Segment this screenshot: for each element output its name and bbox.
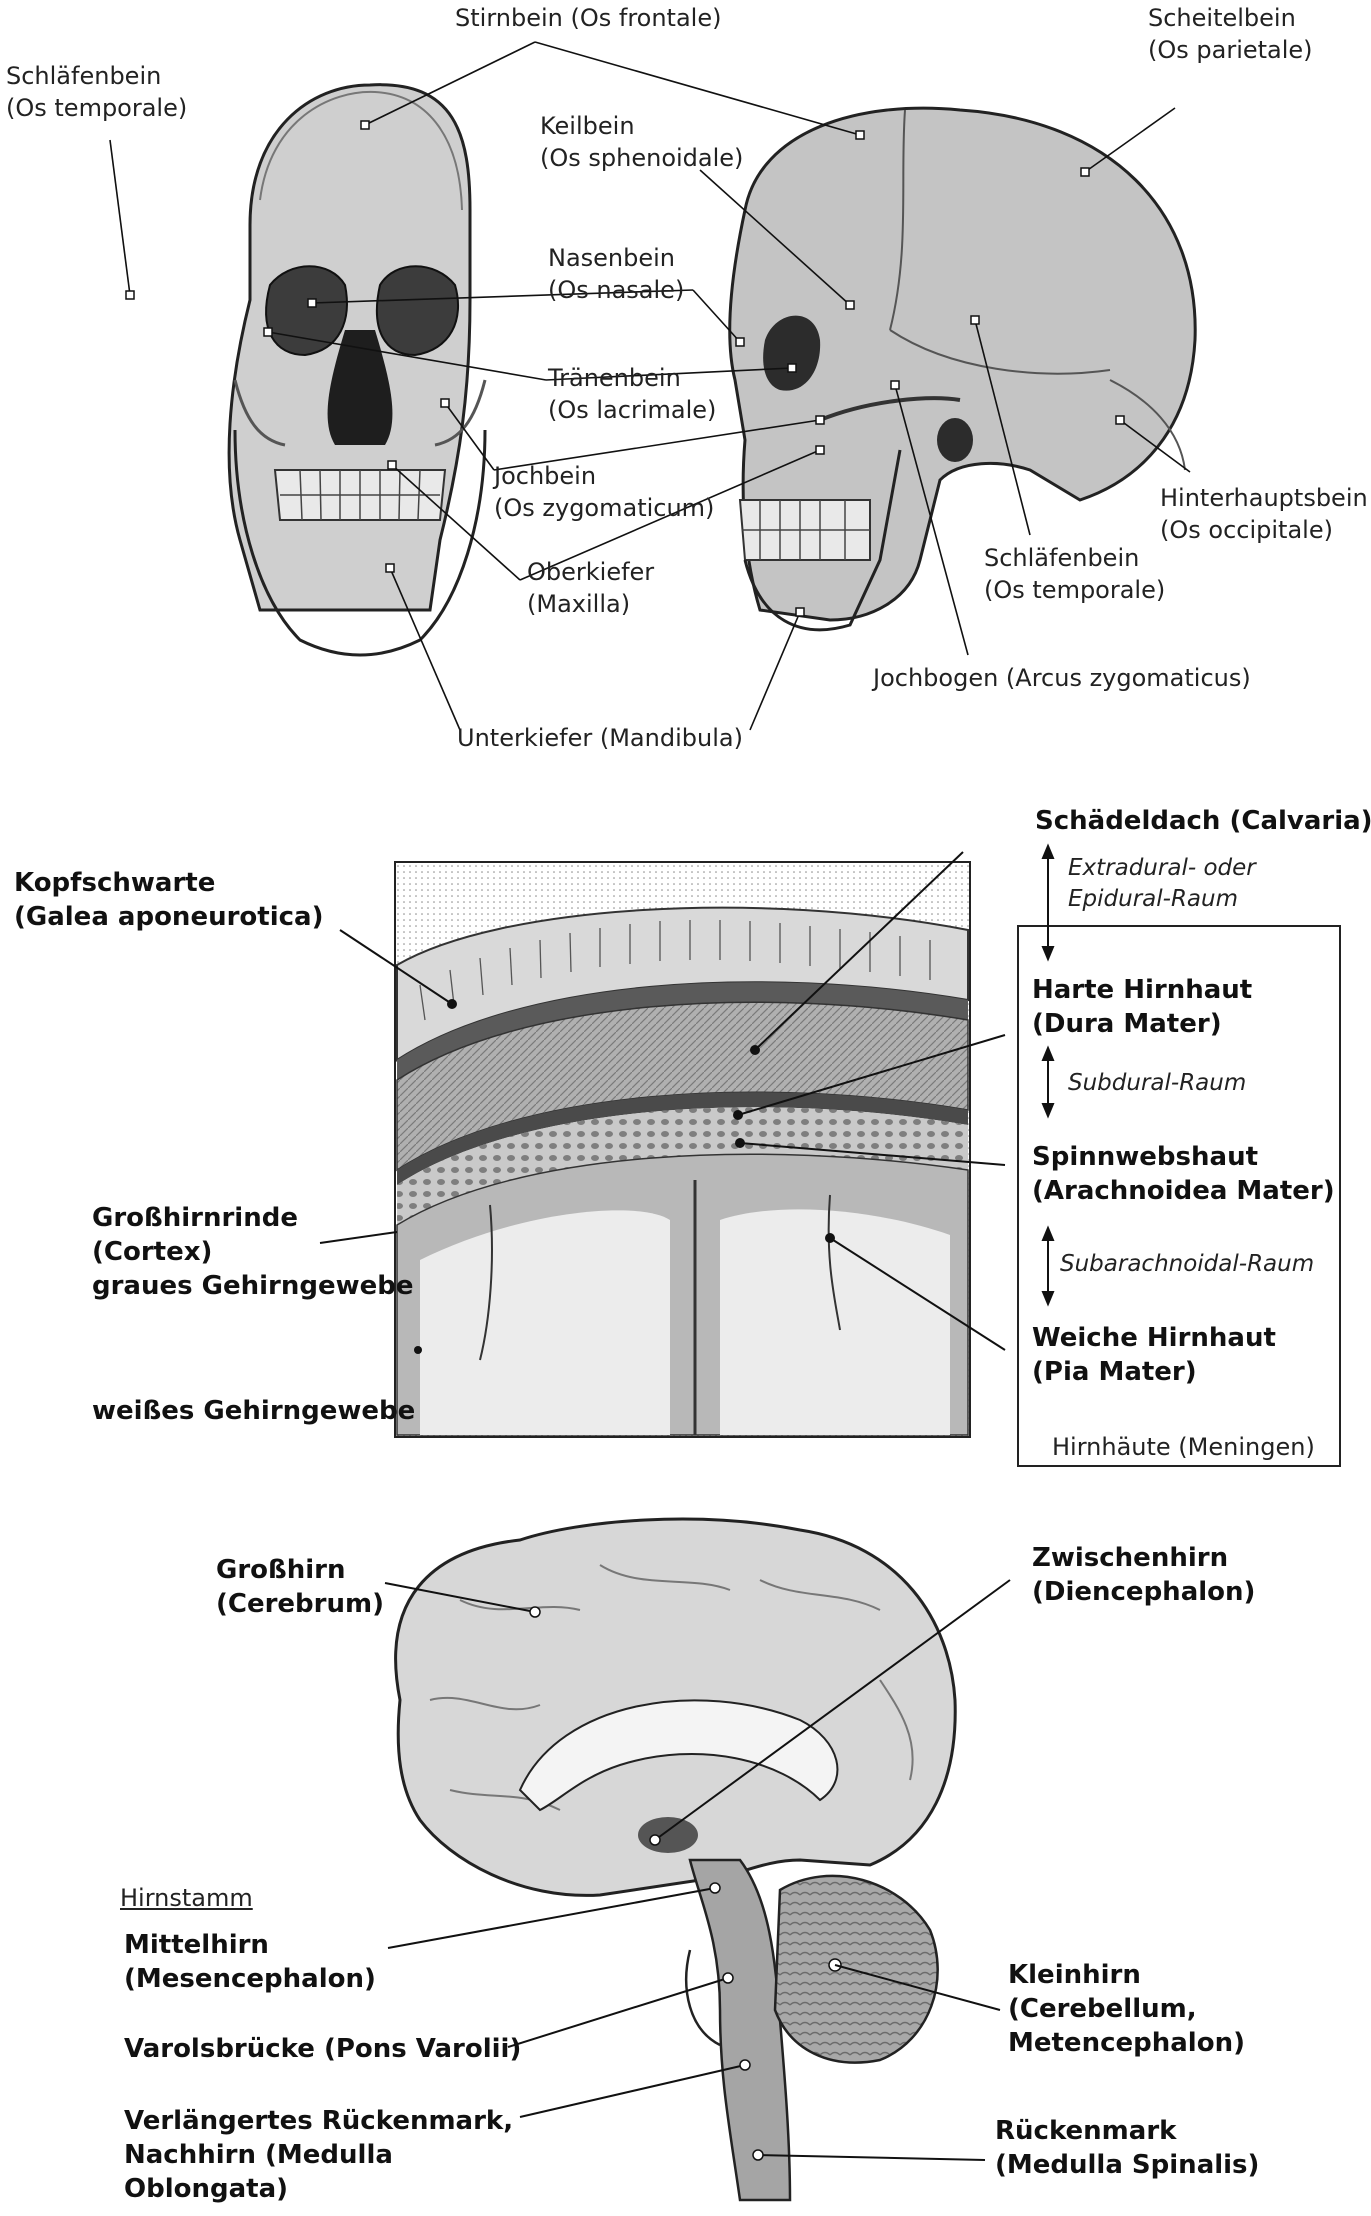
label-dura: Harte Hirnhaut (Dura Mater) <box>1032 975 1253 1039</box>
label-weisses-gewebe: weißes Gehirngewebe <box>92 1396 416 1426</box>
label-oberkiefer: Oberkiefer (Maxilla) <box>527 558 655 618</box>
label-unterkiefer: Unterkiefer (Mandibula) <box>457 724 743 752</box>
label-stirnbein: Stirnbein (Os frontale) <box>455 4 722 32</box>
label-kopfschwarte: Kopfschwarte (Galea aponeurotica) <box>14 868 324 932</box>
label-hinterhauptsbein: Hinterhauptsbein (Os occipitale) <box>1160 484 1368 544</box>
label-keilbein: Keilbein (Os sphenoidale) <box>540 112 744 172</box>
label-grosshirn: Großhirn (Cerebrum) <box>216 1555 384 1619</box>
label-traenenbein: Tränenbein (Os lacrimale) <box>548 364 717 424</box>
label-pons: Varolsbrücke (Pons Varolii) <box>124 2034 522 2064</box>
label-calvaria: Schädeldach (Calvaria) <box>1035 806 1371 836</box>
label-hirnstamm: Hirnstamm <box>120 1884 253 1912</box>
label-arachnoidea: Spinnwebshaut (Arachnoidea Mater) <box>1032 1142 1335 1206</box>
label-mittelhirn: Mittelhirn (Mesencephalon) <box>124 1930 376 1994</box>
label-epidural: Extradural- oder Epidural-Raum <box>1068 855 1256 912</box>
skull-leader-lines <box>109 41 1191 731</box>
skull-side <box>728 106 1197 632</box>
meninges-space-arrows <box>1041 843 1055 1307</box>
label-meningen: Hirnhäute (Meningen) <box>1052 1433 1315 1461</box>
brain-sagittal <box>394 1517 957 2202</box>
meningen-box <box>1017 925 1341 1467</box>
label-schlaefenbein-side: Schläfenbein (Os temporale) <box>984 544 1166 604</box>
label-subdural: Subdural-Raum <box>1068 1070 1247 1096</box>
meninges-cross-section <box>394 861 971 1438</box>
brain-dots <box>529 1606 764 2161</box>
brain-leader-lines <box>384 1579 1011 2161</box>
label-cortex: Großhirnrinde (Cortex) graues Gehirngewe… <box>92 1203 414 1301</box>
label-zwischenhirn: Zwischenhirn (Diencephalon) <box>1032 1543 1256 1607</box>
label-scheitelbein: Scheitelbein (Os parietale) <box>1148 4 1313 64</box>
skull-front <box>227 83 487 657</box>
label-medulla-oblongata: Verlängertes Rückenmark, Nachhirn (Medul… <box>124 2106 514 2204</box>
label-nasenbein: Nasenbein (Os nasale) <box>548 244 685 304</box>
meninges-dots <box>414 999 835 1354</box>
label-pia: Weiche Hirnhaut (Pia Mater) <box>1032 1323 1276 1387</box>
label-jochbein: Jochbein (Os zygomaticum) <box>494 462 715 522</box>
label-kleinhirn: Kleinhirn (Cerebellum, Metencephalon) <box>1008 1960 1245 2058</box>
label-jochbogen: Jochbogen (Arcus zygomaticus) <box>873 664 1251 692</box>
skull-label-dots <box>125 120 1125 617</box>
meninges-leader-lines <box>319 851 1006 1351</box>
label-schlaefenbein-front: Schläfenbein (Os temporale) <box>6 62 188 122</box>
label-rueckenmark: Rückenmark (Medulla Spinalis) <box>995 2116 1260 2180</box>
label-subarachnoidal: Subarachnoidal-Raum <box>1060 1251 1315 1277</box>
